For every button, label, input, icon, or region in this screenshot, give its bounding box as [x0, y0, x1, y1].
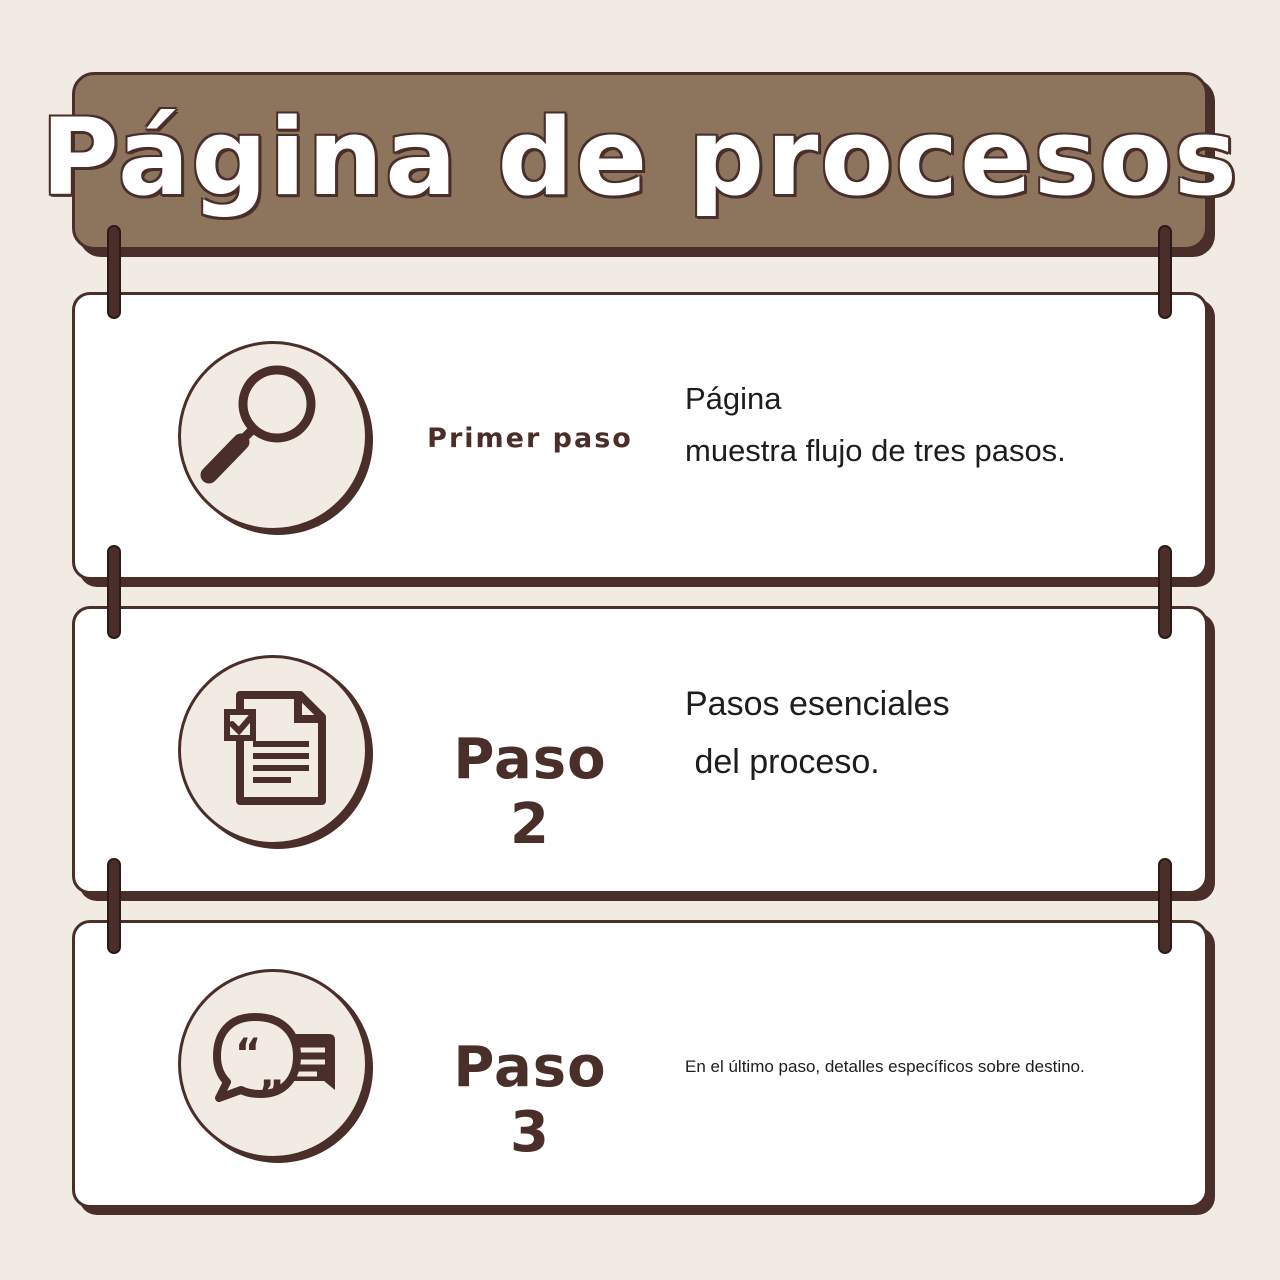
title-banner — [72, 72, 1208, 250]
step-1-label: Primer paso — [427, 423, 633, 454]
step-2-description: Pasos esenciales del proceso. — [685, 685, 950, 781]
step-3-icon-badge: “ „ — [178, 969, 368, 1159]
svg-text:“: “ — [235, 1031, 261, 1077]
step-card-3: “ „ Paso 3 En el último paso, detalles e… — [72, 920, 1208, 1208]
connector-rope — [1158, 225, 1172, 319]
page-title: Página de procesos — [41, 96, 1239, 219]
connector-rope — [107, 545, 121, 639]
magnifier-icon — [200, 365, 316, 484]
step-3-description: En el último paso, detalles específicos … — [685, 1057, 1085, 1076]
step-2-label: Paso 2 — [453, 727, 607, 857]
step-card-1: Primer paso Página muestra flujo de tres… — [72, 292, 1208, 580]
checklist-document-icon — [224, 691, 326, 805]
step-1-icon-badge — [178, 341, 368, 531]
connector-rope — [107, 858, 121, 954]
step-card-2: Paso 2 Pasos esenciales del proceso. — [72, 606, 1208, 894]
connector-rope — [1158, 545, 1172, 639]
step-1-description: Página muestra flujo de tres pasos. — [685, 381, 1066, 468]
quote-chat-icon: “ „ — [213, 1013, 335, 1102]
step-2-icon-badge — [178, 655, 368, 845]
connector-rope — [107, 225, 121, 319]
step-3-label: Paso 3 — [453, 1035, 607, 1165]
connector-rope — [1158, 858, 1172, 954]
svg-text:„: „ — [259, 1051, 285, 1097]
